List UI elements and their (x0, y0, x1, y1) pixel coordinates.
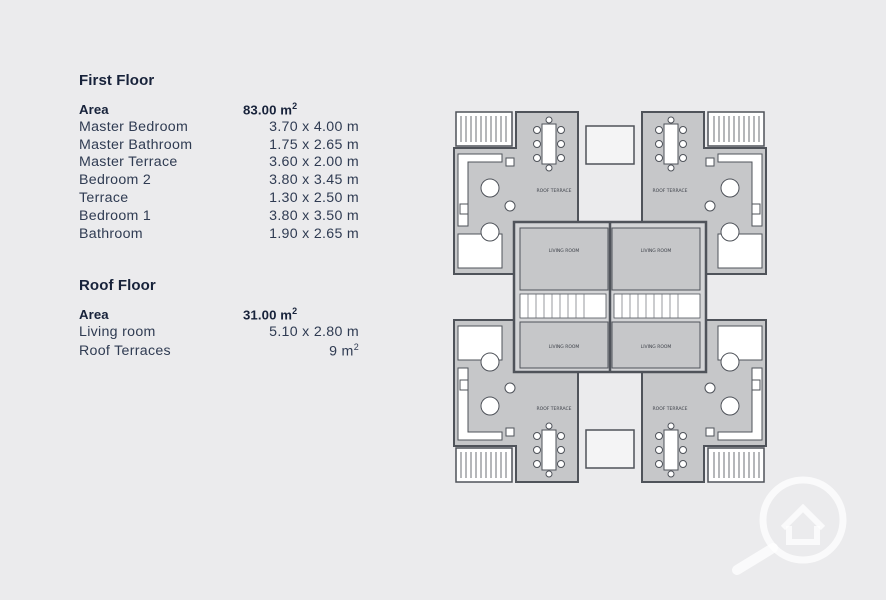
roof-terrace-label: ROOF TERRACE (537, 406, 572, 412)
room-row: Terrace 1.30 x 2.50 m (79, 190, 390, 208)
room-row: Living room 5.10 x 2.80 m (79, 324, 390, 342)
room-name: Master Terrace (79, 154, 178, 171)
room-row: Bedroom 1 3.80 x 3.50 m (79, 208, 390, 226)
room-dims: 1.90 x 2.65 m (269, 225, 359, 242)
roof-terrace-label: ROOF TERRACE (653, 188, 688, 194)
floor-plan: ROOF TERRACE ROOF TERRACE LIVING ROOM LI… (453, 111, 767, 483)
room-row: Bedroom 2 3.80 x 3.45 m (79, 172, 390, 190)
living-room-label: LIVING ROOM (549, 344, 580, 350)
room-name: Roof Terraces (79, 343, 171, 360)
room-name: Bedroom 2 (79, 172, 152, 189)
area-value: 83.00 m2 (243, 101, 298, 118)
living-room-label: LIVING ROOM (641, 248, 672, 254)
roof-floor-area-row: Area 31.00 m2 (79, 306, 390, 324)
room-name: Master Bedroom (79, 118, 189, 135)
room-dims: 3.80 x 3.50 m (269, 207, 359, 224)
room-name: Terrace (79, 189, 129, 206)
house-search-icon (732, 476, 847, 575)
room-row: Master Terrace 3.60 x 2.00 m (79, 154, 390, 172)
first-floor-room-list: Master Bedroom 3.70 x 4.00 m Master Bathr… (79, 119, 390, 244)
room-dims: 5.10 x 2.80 m (269, 323, 359, 340)
roof-floor-title: Roof Floor (79, 277, 156, 294)
room-name: Bedroom 1 (79, 207, 152, 224)
roof-terrace-label: ROOF TERRACE (537, 188, 572, 194)
room-row: Master Bedroom 3.70 x 4.00 m (79, 119, 390, 137)
room-row: Master Bathroom 1.75 x 2.65 m (79, 137, 390, 155)
room-dims: 3.80 x 3.45 m (269, 172, 359, 189)
first-floor-title: First Floor (79, 72, 155, 89)
living-room-label: LIVING ROOM (641, 344, 672, 350)
room-dims: 3.60 x 2.00 m (269, 154, 359, 171)
first-floor-area-row: Area 83.00 m2 (79, 101, 390, 119)
room-row: Bathroom 1.90 x 2.65 m (79, 226, 390, 244)
room-name: Living room (79, 323, 156, 340)
room-name: Master Bathroom (79, 136, 193, 153)
room-dims: 1.30 x 2.50 m (269, 189, 359, 206)
room-row: Roof Terraces 9 m2 (79, 342, 390, 360)
roof-floor-section: Roof Floor Area 31.00 m2 Living room 5.10… (79, 277, 390, 359)
roof-terrace-label: ROOF TERRACE (653, 406, 688, 412)
living-room-label: LIVING ROOM (549, 248, 580, 254)
room-name: Bathroom (79, 225, 143, 242)
room-dims: 3.70 x 4.00 m (269, 118, 359, 135)
area-label: Area (79, 307, 109, 323)
area-value: 31.00 m2 (243, 306, 298, 323)
room-dims: 9 m2 (329, 341, 359, 360)
first-floor-section: First Floor Area 83.00 m2 Master Bedroom… (79, 72, 390, 243)
area-label: Area (79, 102, 109, 118)
room-dims: 1.75 x 2.65 m (269, 136, 359, 153)
